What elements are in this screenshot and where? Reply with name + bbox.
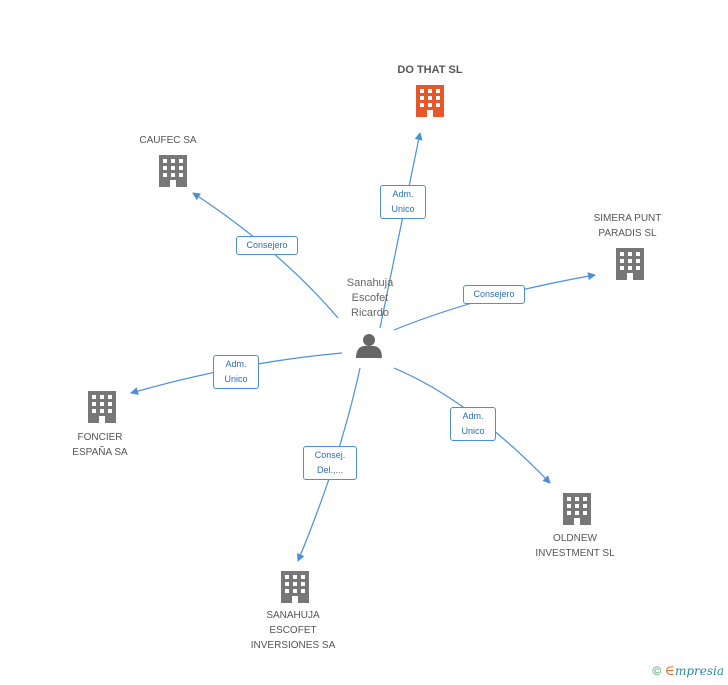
building-icon[interactable] xyxy=(281,571,309,603)
copyright-symbol: © xyxy=(652,664,662,678)
building-icon[interactable] xyxy=(416,85,444,117)
building-icon[interactable] xyxy=(563,493,591,525)
company-name-caufec[interactable]: CAUFEC SA xyxy=(139,135,197,146)
empresia-logo-icon: ∈ xyxy=(664,663,675,679)
edge-caufec xyxy=(192,192,339,319)
company-name-foncier[interactable]: FONCIER ESPAÑA SA xyxy=(72,432,128,458)
relation-label-sanahuja: Consej. Del.,... xyxy=(303,446,357,480)
relation-label-oldnew: Adm. Unico xyxy=(450,407,496,441)
company-name-do-that[interactable]: DO THAT SL xyxy=(397,64,463,76)
relation-label-do-that: Adm. Unico xyxy=(380,185,426,219)
brand-name: mpresia xyxy=(674,664,724,678)
building-icon[interactable] xyxy=(159,155,187,187)
relation-label-caufec: Consejero xyxy=(236,236,298,255)
building-icon[interactable] xyxy=(616,248,644,280)
relation-label-foncier: Adm. Unico xyxy=(213,355,259,389)
person-icon[interactable] xyxy=(356,334,382,358)
person-name[interactable]: Sanahuja Escofet Ricardo xyxy=(346,277,394,319)
edge-do-that xyxy=(379,132,423,329)
copyright-footer: © ∈mpresia xyxy=(652,663,724,679)
company-name-sanahuja[interactable]: SANAHUJA ESCOFET INVERSIONES SA xyxy=(250,610,336,651)
company-name-simera[interactable]: SIMERA PUNT PARADIS SL xyxy=(593,213,662,239)
building-icon[interactable] xyxy=(88,391,116,423)
company-name-oldnew[interactable]: OLDNEW INVESTMENT SL xyxy=(535,533,615,559)
relation-label-simera: Consejero xyxy=(463,285,525,304)
